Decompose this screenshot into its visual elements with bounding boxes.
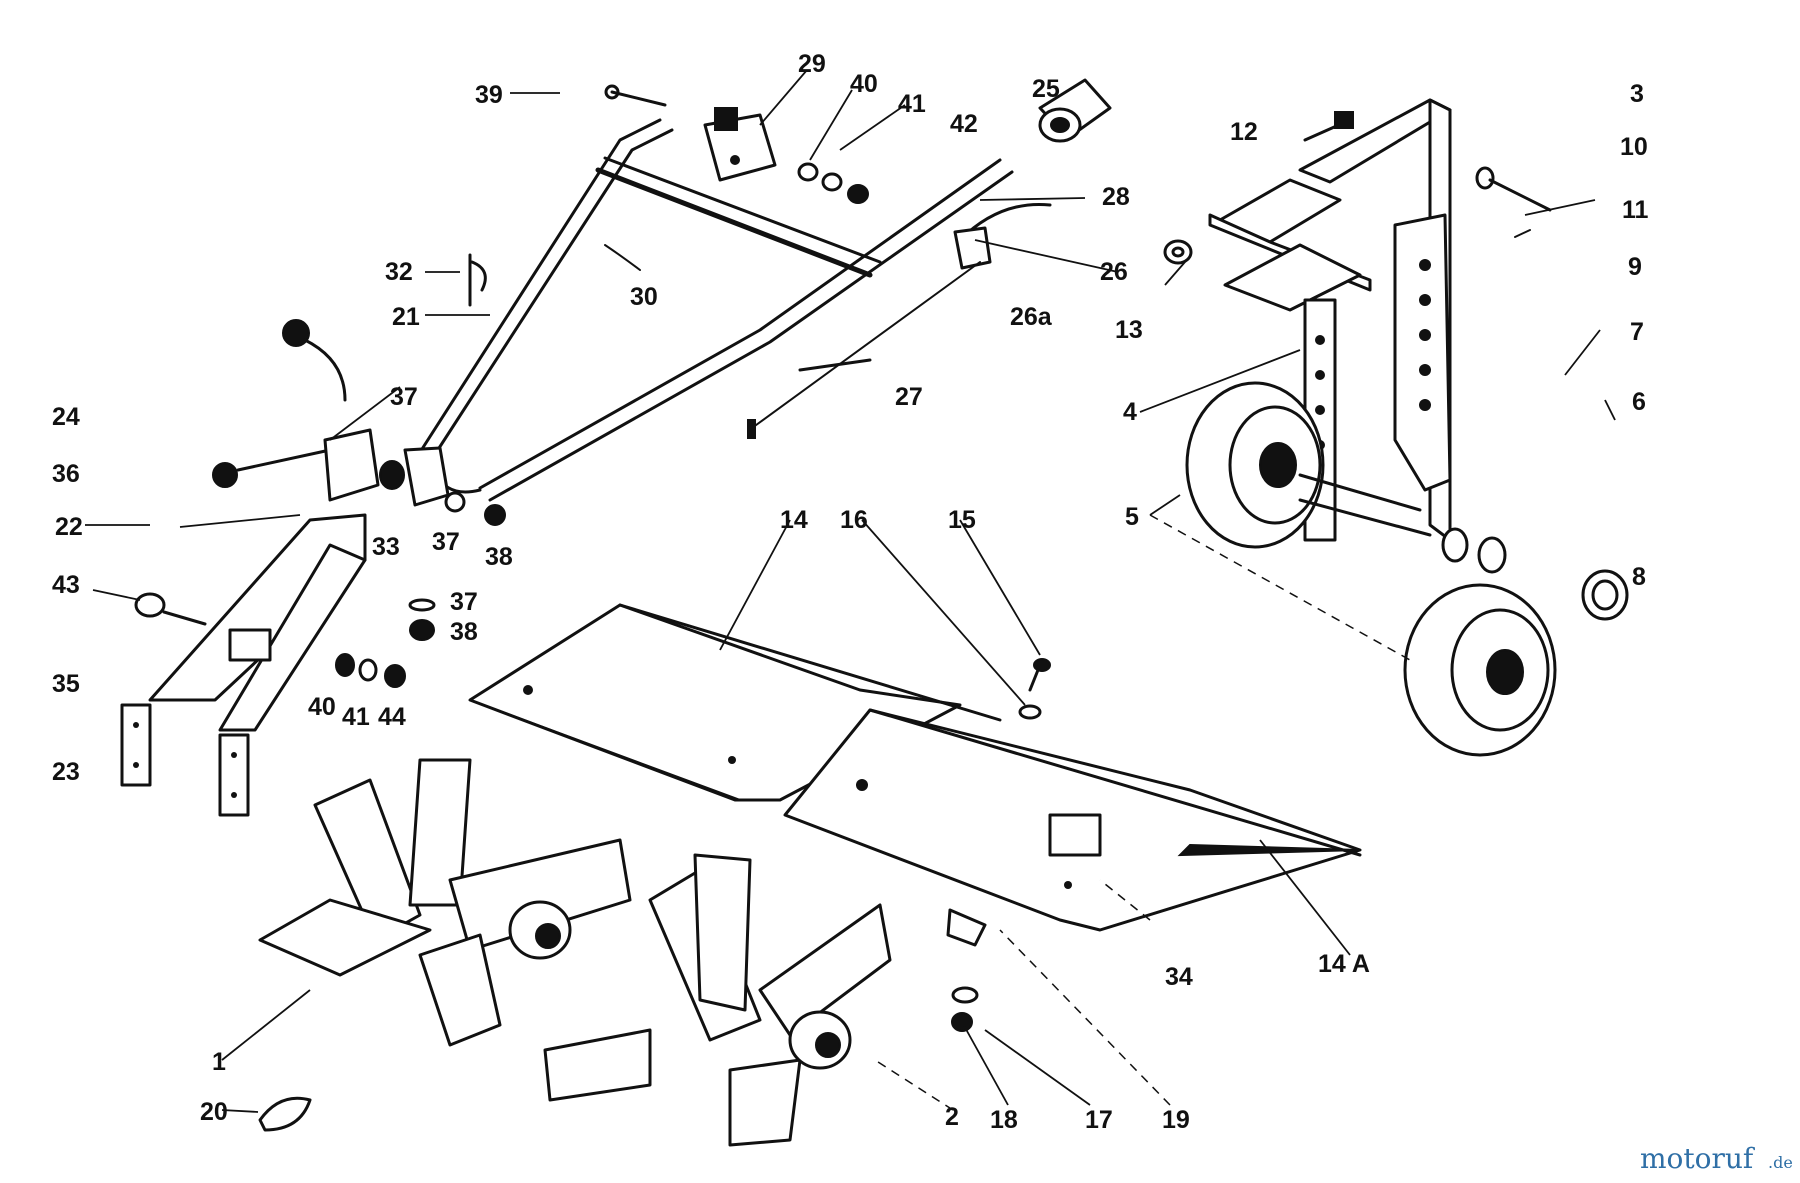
- bracket-19-17-18: [946, 908, 987, 1032]
- label-35: 35: [52, 670, 80, 698]
- nut-13: [1163, 239, 1193, 265]
- label-38-mid: 38: [485, 543, 513, 571]
- bolt-15-16: [1018, 658, 1051, 720]
- washers-37-38-lower: [408, 598, 436, 641]
- label-14a: 14 A: [1318, 950, 1370, 978]
- tine-assembly-1: [258, 758, 632, 1047]
- frame-35: [120, 513, 367, 817]
- wheel-5-upper: [1185, 381, 1507, 574]
- label-20: 20: [200, 1098, 228, 1126]
- label-37-low: 37: [450, 588, 478, 616]
- tine-assembly-2: [543, 853, 892, 1147]
- label-2: 2: [945, 1103, 959, 1131]
- label-1: 1: [212, 1048, 226, 1076]
- wheel-5-lower: [1403, 583, 1557, 757]
- label-4: 4: [1123, 398, 1137, 426]
- label-24: 24: [52, 403, 80, 431]
- label-37-top: 37: [390, 383, 418, 411]
- eyebolt-43: [134, 592, 207, 626]
- label-3: 3: [1630, 80, 1644, 108]
- label-29: 29: [798, 50, 826, 78]
- washers-40-41-44-lower: [335, 653, 406, 688]
- washers-40-41-42: [797, 162, 869, 204]
- label-27: 27: [895, 383, 923, 411]
- label-18: 18: [990, 1106, 1018, 1134]
- callout-labels: 1 2 3 4 5 6 7 8 9 10 11 12 13 14 14 A 15…: [52, 50, 1649, 1134]
- pin-10-11: [1475, 166, 1552, 238]
- label-44: 44: [378, 703, 406, 731]
- label-21: 21: [392, 303, 420, 331]
- label-7: 7: [1630, 318, 1644, 346]
- watermark-suffix: .de: [1768, 1153, 1793, 1172]
- label-36: 36: [52, 460, 80, 488]
- label-40-low: 40: [308, 693, 336, 721]
- label-41-low: 41: [342, 703, 370, 731]
- clip-32: [468, 253, 487, 307]
- label-13: 13: [1115, 316, 1143, 344]
- leader-lines: [85, 69, 1616, 1113]
- label-43: 43: [52, 571, 80, 599]
- handle-adjuster: [212, 319, 506, 526]
- label-25: 25: [1032, 75, 1060, 103]
- label-42: 42: [950, 110, 978, 138]
- watermark-brand: motoruf: [1640, 1142, 1756, 1175]
- label-6: 6: [1632, 388, 1646, 416]
- label-22: 22: [55, 513, 83, 541]
- label-14: 14: [780, 506, 808, 534]
- bolt-12: [1303, 111, 1354, 142]
- label-26: 26: [1100, 258, 1128, 286]
- lever-26-28: [953, 202, 1052, 270]
- label-33: 33: [372, 533, 400, 561]
- label-34: 34: [1165, 963, 1193, 991]
- cable-27: [747, 261, 981, 439]
- label-5: 5: [1125, 503, 1139, 531]
- label-40-top: 40: [850, 70, 878, 98]
- motoruf-watermark: motoruf .de: [1640, 1142, 1793, 1175]
- label-37-mid: 37: [432, 528, 460, 556]
- bracket-12: [1208, 98, 1452, 542]
- label-26a: 26a: [1010, 303, 1053, 331]
- label-11: 11: [1622, 196, 1649, 224]
- label-41-top: 41: [898, 90, 926, 118]
- label-32: 32: [385, 258, 413, 286]
- label-10: 10: [1620, 133, 1648, 161]
- control-lever-bracket-29: [703, 107, 777, 182]
- label-9: 9: [1628, 253, 1642, 281]
- sleeve-25: [1038, 78, 1112, 143]
- handlebar: [413, 118, 1014, 502]
- label-30: 30: [630, 283, 658, 311]
- pin-20: [258, 1096, 312, 1132]
- label-8: 8: [1632, 563, 1646, 591]
- label-38-low: 38: [450, 618, 478, 646]
- label-28: 28: [1102, 183, 1130, 211]
- bolt-39: [604, 84, 667, 107]
- label-16: 16: [840, 506, 868, 534]
- label-15: 15: [948, 506, 976, 534]
- label-17: 17: [1085, 1106, 1113, 1134]
- label-12: 12: [1230, 118, 1258, 146]
- cap-8: [1581, 569, 1629, 621]
- label-23: 23: [52, 758, 80, 786]
- label-39: 39: [475, 81, 503, 109]
- shield-14a: [783, 708, 1362, 932]
- label-19: 19: [1162, 1106, 1190, 1134]
